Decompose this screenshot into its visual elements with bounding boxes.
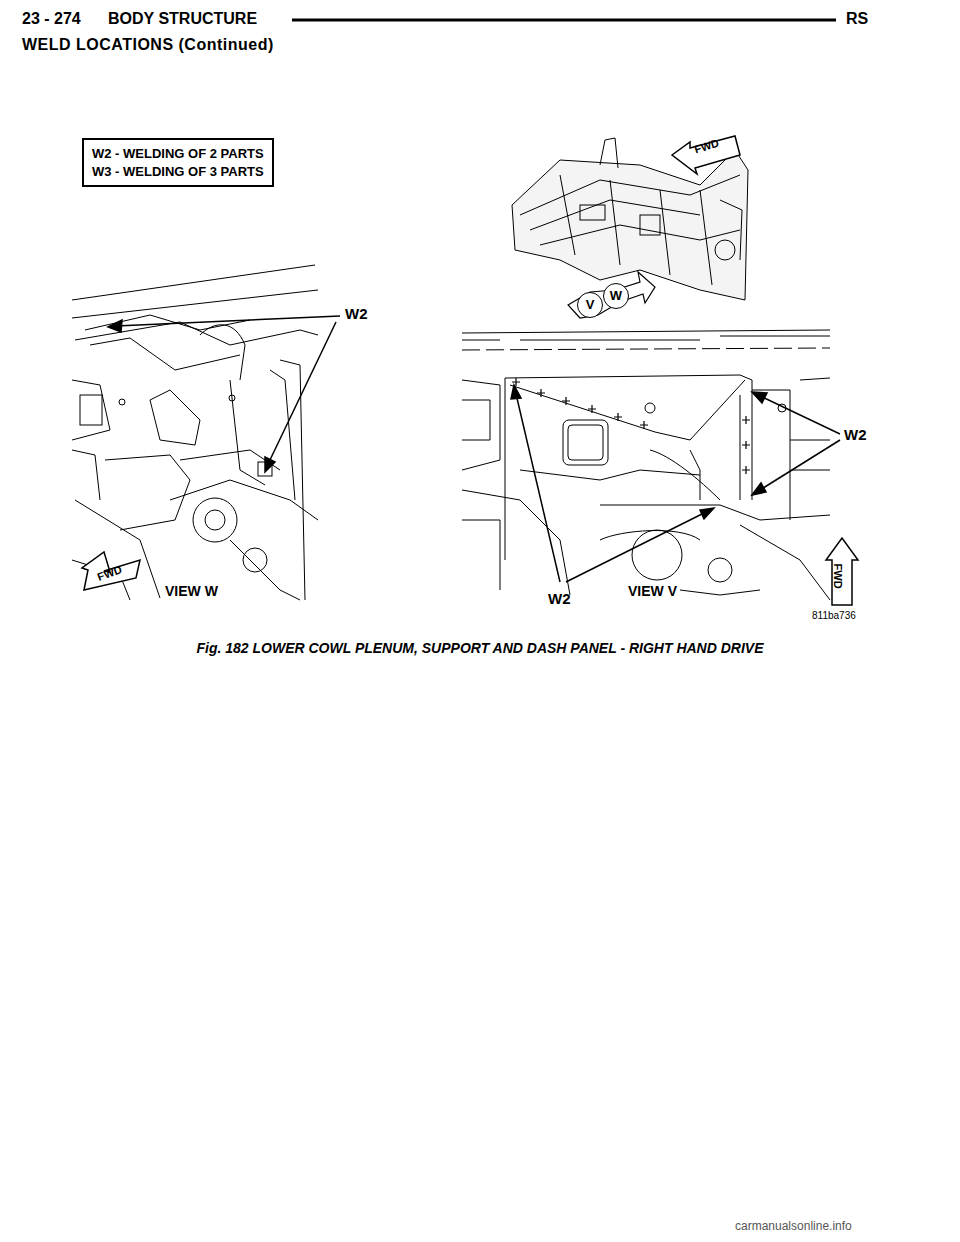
section-title: BODY STRUCTURE [108,10,257,28]
weld-marks [512,378,750,474]
watermark: carmanualsonline.info [735,1220,852,1233]
view-label: VIEW V [628,584,677,599]
fwd-arrow [672,136,740,174]
model-code: RS [846,10,868,28]
leader-lines [511,385,840,582]
view-w-illustration [72,265,318,600]
fwd-arrow [826,538,858,605]
weld-callout: W2 [345,306,368,323]
fwd-arrow [82,552,140,590]
header-rule [292,19,836,22]
leader-lines [108,316,340,472]
view-label: VIEW W [165,584,218,599]
figure-caption: Fig. 182 LOWER COWL PLENUM, SUPPORT AND … [196,641,763,656]
node-text: W3 - WELDING OF 3 PARTS [92,163,264,181]
view-circle: W [603,283,629,309]
subsection-title: WELD LOCATIONS (Continued) [22,36,274,54]
fwd-label: FWD [96,563,124,583]
weld-callout: W2 [548,591,571,608]
view-v-illustration [462,330,830,600]
node-text: W [610,289,622,303]
fwd-label: FWD [693,137,720,156]
weld-legend-box: W2 - WELDING OF 2 PARTSW3 - WELDING OF 3… [82,138,274,187]
figure-id: 811ba736 [812,610,856,621]
node-text: W2 - WELDING OF 2 PARTS [92,145,264,163]
page-number: 23 - 274 [22,10,81,28]
weld-callout: W2 [844,427,867,444]
node-text: V [586,298,595,312]
fwd-label: FWD [831,564,843,589]
view-arrow [568,272,655,318]
view-circle: V [577,292,603,318]
